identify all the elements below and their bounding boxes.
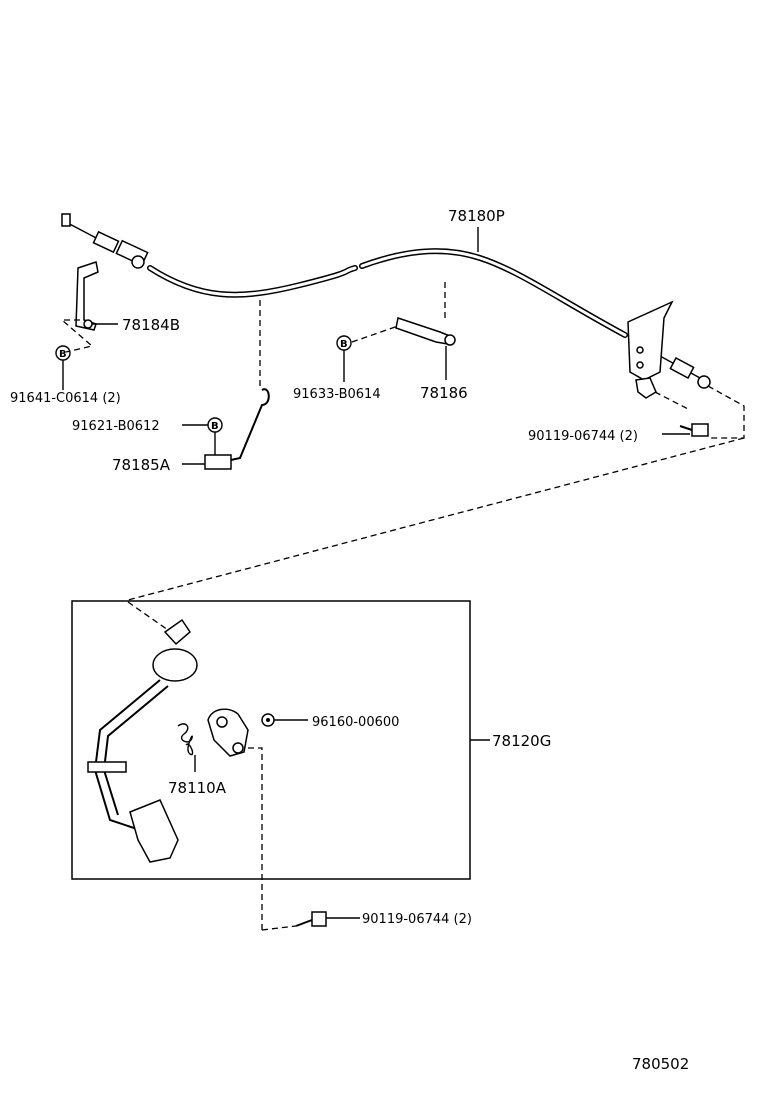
washer-96160 xyxy=(261,713,275,727)
marker-b-clamp: B xyxy=(211,421,219,432)
label-78184B: 78184B xyxy=(122,316,180,334)
bolt-pedal xyxy=(295,911,327,927)
spring-78110A xyxy=(177,723,196,772)
label-91621-B0612: 91621-B0612 xyxy=(72,419,160,434)
bracket-78184B xyxy=(75,261,99,331)
clamp-78186 xyxy=(395,317,456,346)
accelerator-cable xyxy=(61,213,711,389)
bolt-right xyxy=(679,423,709,437)
label-90119-06744-upper: 90119-06744 (2) xyxy=(528,429,638,444)
marker-b-left: B xyxy=(59,349,67,360)
label-78180P: 78180P xyxy=(448,207,505,225)
label-96160-00600: 96160-00600 xyxy=(312,715,399,730)
label-91633-B0614: 91633-B0614 xyxy=(293,387,381,402)
label-78186: 78186 xyxy=(420,384,468,402)
pedal-arm xyxy=(87,601,198,863)
clamp-78185A xyxy=(204,388,270,470)
pedal-bushing xyxy=(207,708,249,757)
label-90119-06744-lower: 90119-06744 (2) xyxy=(362,912,472,927)
label-78110A: 78110A xyxy=(168,779,227,797)
marker-b-center: B xyxy=(340,339,348,350)
label-78120G: 78120G xyxy=(492,732,551,750)
pedal-assembly-box xyxy=(71,600,471,880)
diagram-code: 780502 xyxy=(632,1055,689,1073)
label-78185A: 78185A xyxy=(112,456,171,474)
label-91641-C0614: 91641-C0614 (2) xyxy=(10,391,121,406)
bracket-right xyxy=(627,300,674,399)
